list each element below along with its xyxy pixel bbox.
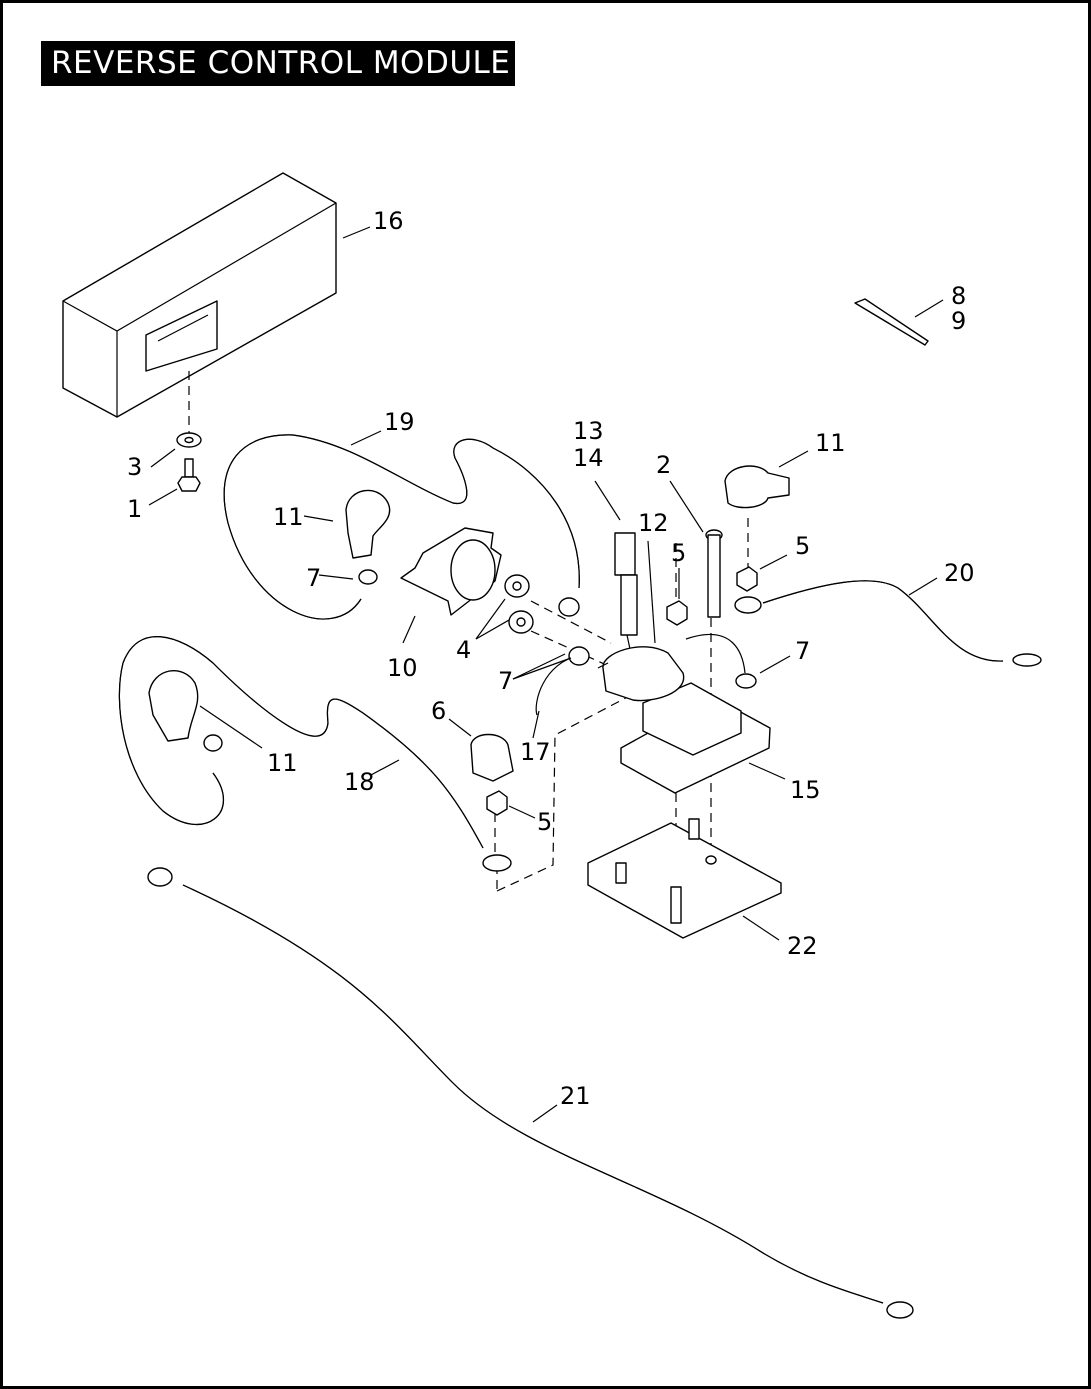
callout-16: 16 [373,207,404,235]
nut-part [666,600,688,626]
callout-10: 10 [387,654,418,682]
control-module-housing-part [62,172,337,418]
mounting-plate-part [587,818,782,939]
callout-21: 21 [560,1082,591,1110]
callout-5-lower: 5 [537,808,552,836]
callout-17: 17 [520,738,551,766]
callout-15: 15 [790,776,821,804]
bolt-part [177,458,201,492]
callout-11-left: 11 [273,503,304,531]
solenoid-base-part [597,646,771,794]
callout-13: 13 [573,417,604,445]
cable-18-part [118,636,512,872]
washer-part [176,432,202,448]
callout-labels: 16 8 9 19 13 14 11 2 3 1 11 12 5 5 20 7 … [127,207,975,1110]
callout-7-center: 7 [498,667,513,695]
callout-6: 6 [431,697,446,725]
diagram-title: REVERSE CONTROL MODULE [41,41,515,86]
callout-9: 9 [951,307,966,335]
assembly-center-lines [188,371,749,893]
exploded-parts-diagram: 16 8 9 19 13 14 11 2 3 1 11 12 5 5 20 7 … [62,172,1042,1319]
callout-5-right: 5 [795,532,810,560]
callout-1: 1 [127,495,142,523]
nut-part [736,566,758,592]
cable-20-part [734,580,1042,667]
cable-tie-part [854,298,929,346]
callout-11-top: 11 [815,429,846,457]
callout-7-right: 7 [795,637,810,665]
cable-19-part [223,434,580,620]
callout-2: 2 [656,451,671,479]
callout-19: 19 [384,408,415,436]
spacer-part [470,733,514,782]
callout-leader-lines [148,226,944,1123]
callout-18: 18 [344,768,375,796]
callout-4: 4 [456,636,471,664]
callout-22: 22 [787,932,818,960]
connector-part [614,532,638,664]
callout-5-upper: 5 [671,539,686,567]
nut-part [508,610,534,634]
bracket-part [400,527,502,616]
callout-8: 8 [951,282,966,310]
callout-11-lower: 11 [267,749,298,777]
callout-12: 12 [638,509,669,537]
terminal-boot-part [345,489,391,559]
long-bolt-part [705,529,723,618]
nut-part [486,790,508,816]
nut-part [504,574,530,598]
callout-7-left: 7 [306,564,321,592]
callout-3: 3 [127,453,142,481]
callout-14: 14 [573,444,604,472]
cable-21-part [147,867,914,1319]
callout-20: 20 [944,559,975,587]
terminal-boot-part [724,465,790,509]
terminal-boot-part [148,670,199,742]
